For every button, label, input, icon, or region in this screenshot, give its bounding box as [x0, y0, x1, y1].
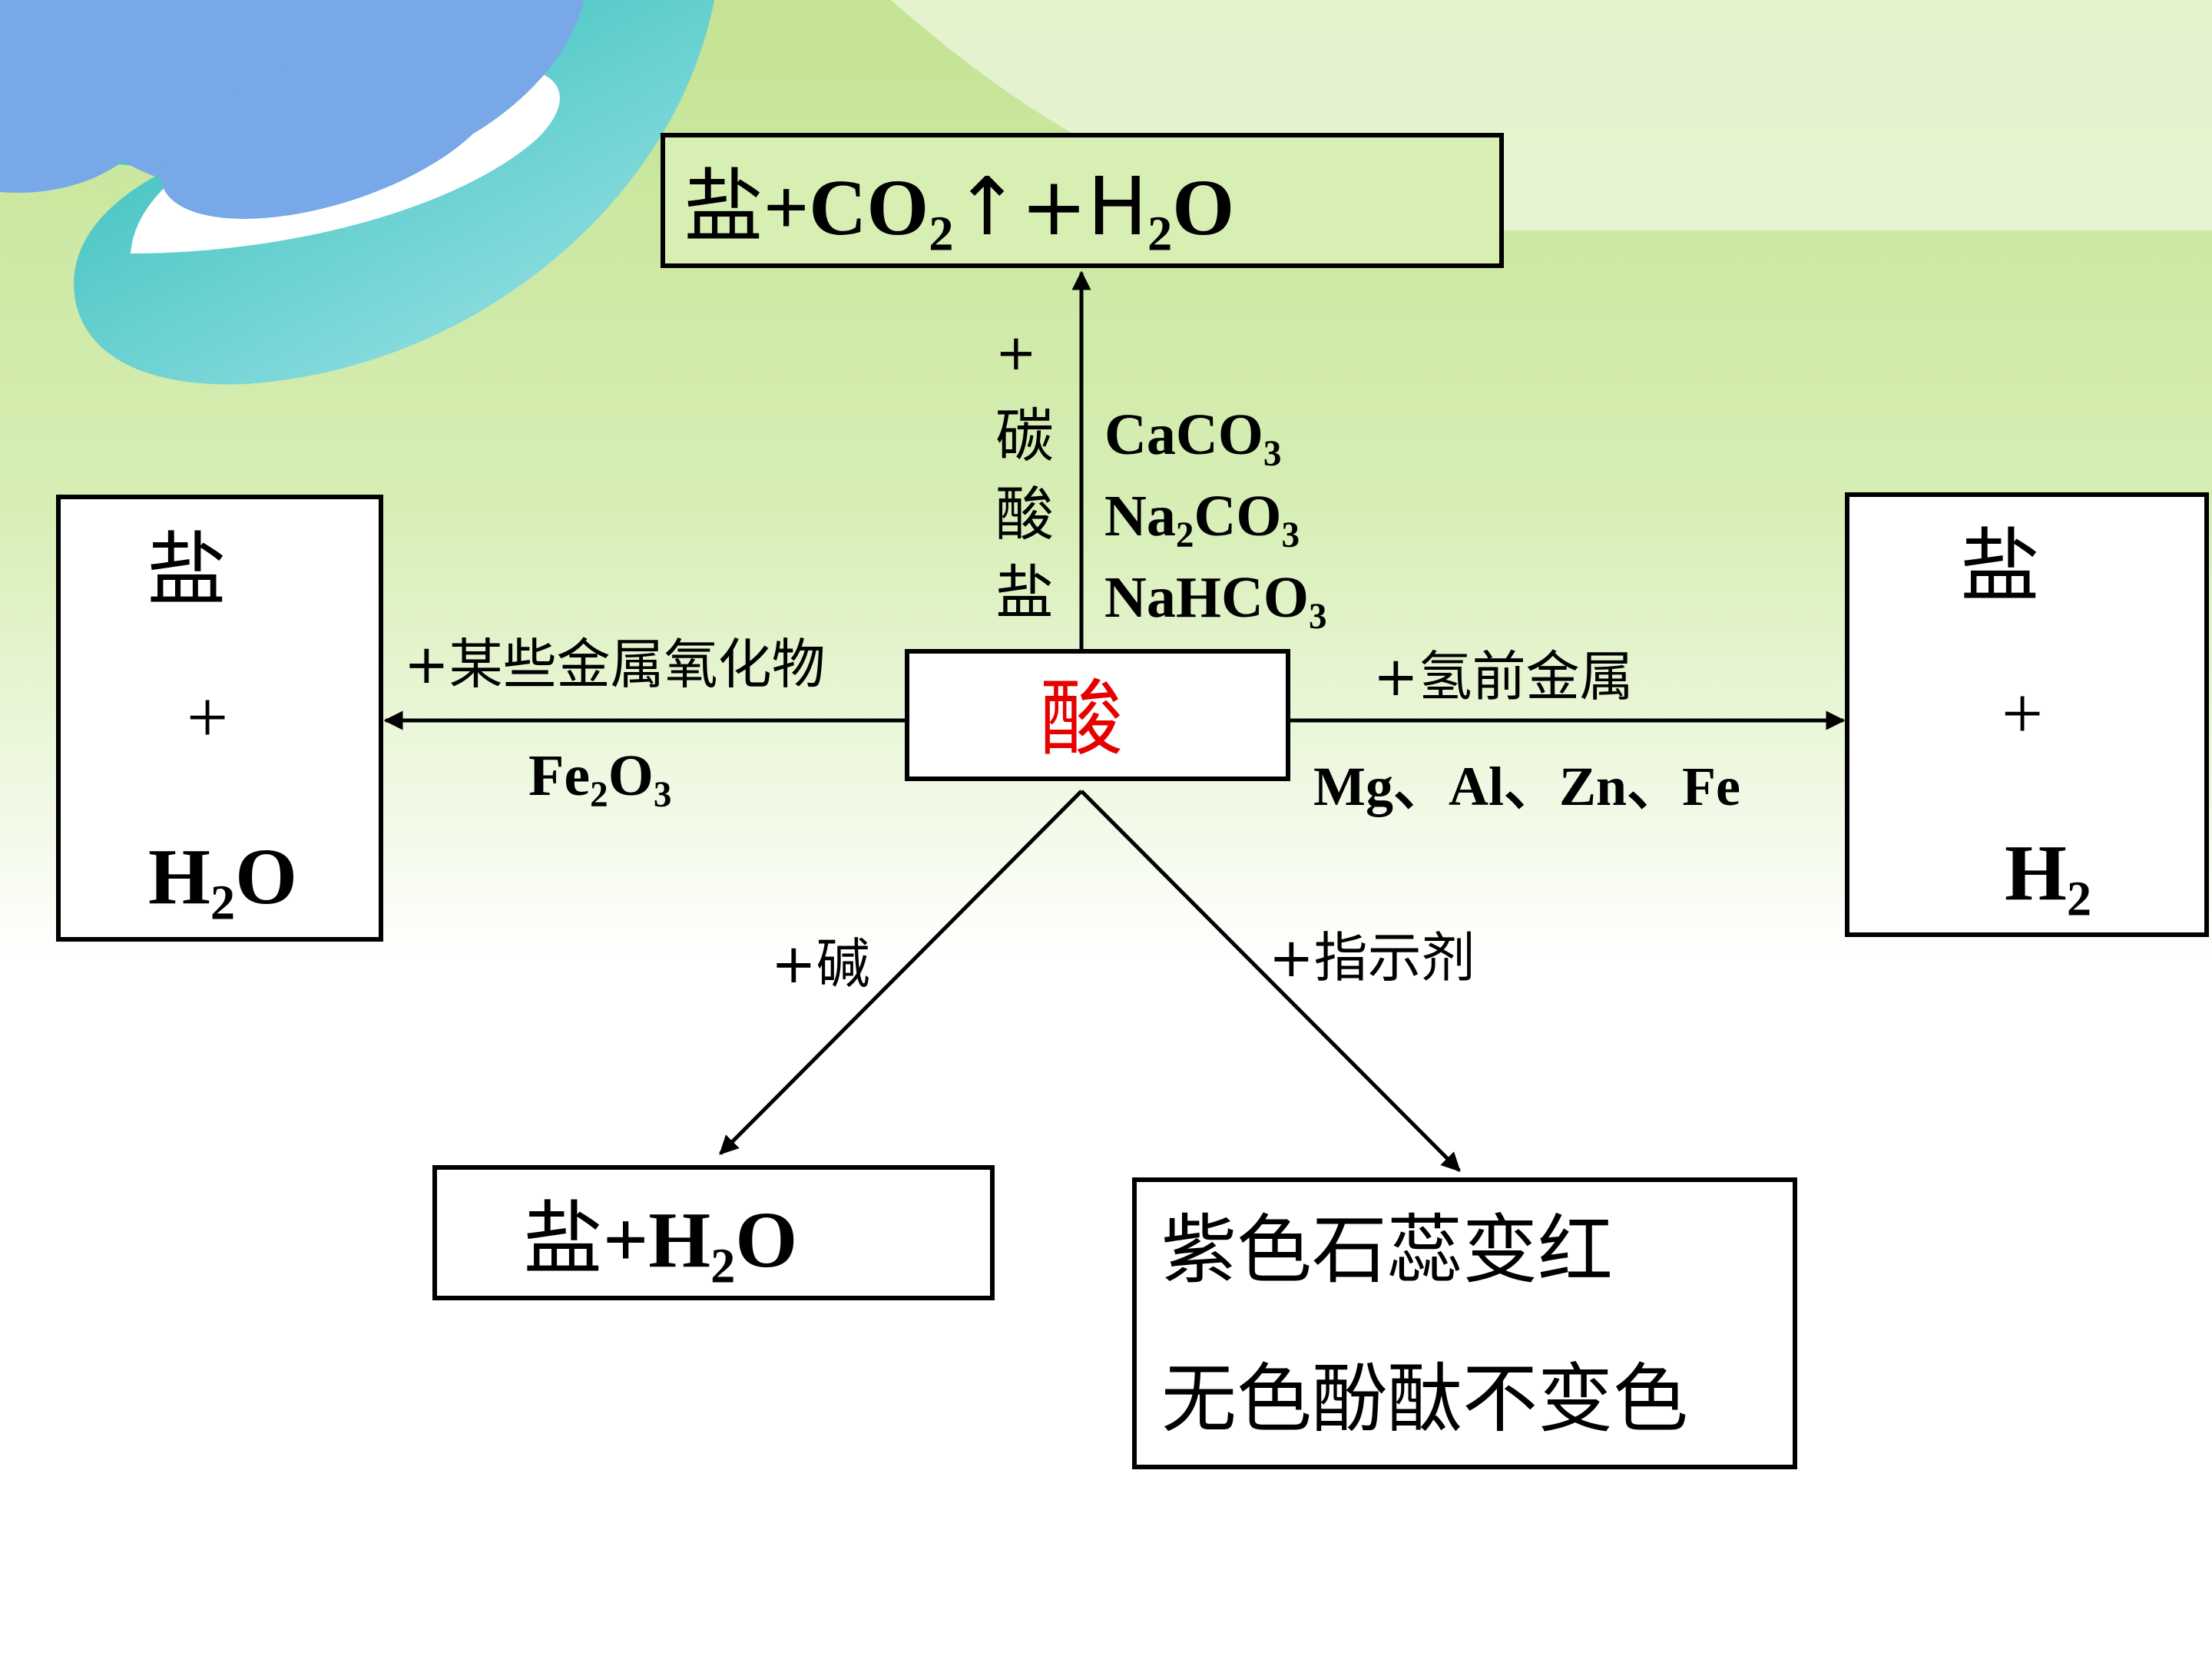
- right-hydrogen: H2: [2005, 829, 2092, 926]
- arrow-to-bottom-right: [1080, 790, 1461, 1172]
- acid-box: 酸: [905, 649, 1290, 781]
- litmus-text: 紫色石蕊变红: [1161, 1207, 1614, 1294]
- left-salt: 盐: [147, 523, 227, 617]
- bottom-left-formula: 盐+H2O: [523, 1192, 798, 1293]
- right-edge-label: +氢前金属: [1373, 645, 1634, 708]
- left-product-box: 盐 + H2O: [56, 495, 383, 942]
- bottom-right-indicator-box: 紫色石蕊变红 无色酚酞不变色: [1132, 1177, 1797, 1469]
- bottom-left-product-box: 盐+H2O: [432, 1165, 995, 1300]
- down-right-edge-label: +指示剂: [1269, 926, 1475, 989]
- left-edge-example: Fe2O3: [528, 743, 672, 816]
- up-edge-label-char-3: 盐: [995, 558, 1054, 627]
- example-nahco3: NaHCO3: [1104, 565, 1327, 637]
- down-left-edge-label: +碱: [771, 932, 870, 995]
- top-product-formula: 盐+CO2↑+H2O: [684, 160, 1235, 261]
- up-edge-label-char-2: 酸: [995, 480, 1054, 548]
- arrow-to-bottom-left: [719, 790, 1083, 1155]
- left-water: H2O: [148, 833, 298, 930]
- phenolphthalein-text: 无色酚酞不变色: [1161, 1356, 1689, 1443]
- left-plus: +: [187, 676, 229, 758]
- right-plus: +: [2002, 672, 2044, 754]
- blue-oval: [161, 42, 500, 219]
- acid-label: 酸: [1040, 671, 1124, 767]
- up-edge-label-char-1: 碳: [995, 402, 1054, 470]
- right-product-box: 盐 + H2: [1845, 492, 2209, 937]
- left-edge-label: +某些金属氧化物: [404, 633, 826, 696]
- right-edge-example: Mg、Al、Zn、Fe: [1313, 756, 1740, 817]
- example-na2co3: Na2CO3: [1104, 484, 1300, 556]
- right-salt: 盐: [1960, 519, 2041, 613]
- example-caco3: CaCO3: [1104, 402, 1282, 475]
- top-product-box: 盐+CO2↑+H2O: [661, 133, 1504, 268]
- up-edge-label-plus: +: [995, 325, 1037, 382]
